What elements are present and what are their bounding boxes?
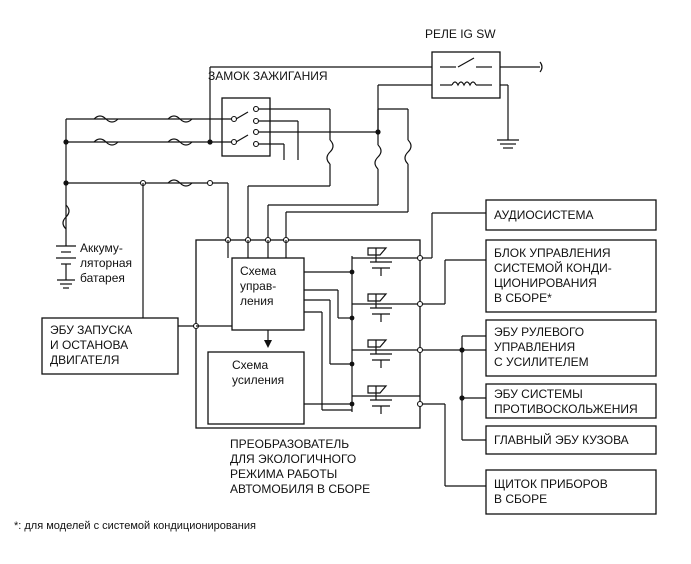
svg-text:АУДИОСИСТЕМА: АУДИОСИСТЕМА bbox=[494, 208, 594, 222]
audio-system-box: АУДИОСИСТЕМА bbox=[485, 199, 657, 231]
eco-converter: Схема управ- ления Схема усиления bbox=[192, 236, 424, 429]
ac-control-unit-box: БЛОК УПРАВЛЕНИЯ СИСТЕМОЙ КОНДИ- ЦИОНИРОВ… bbox=[485, 239, 657, 313]
relay-label: РЕЛЕ IG SW bbox=[425, 27, 496, 41]
footnote: *: для моделей с системой кондиционирова… bbox=[14, 520, 256, 532]
skid-control-ecu-box: ЭБУ СИСТЕМЫ ПРОТИВОСКОЛЬЖЕНИЯ bbox=[485, 383, 657, 419]
mosfet-1 bbox=[352, 247, 420, 276]
ignition-switch-label: ЗАМОК ЗАЖИГАНИЯ bbox=[208, 69, 328, 83]
mosfet-2 bbox=[352, 293, 420, 322]
amplifier-circuit-label: Схема усиления bbox=[232, 358, 284, 387]
battery-icon bbox=[56, 245, 76, 289]
relay-ig-sw: РЕЛЕ IG SW bbox=[425, 27, 501, 99]
converter-label: ПРЕОБРАЗОВАТЕЛЬ ДЛЯ ЭКОЛОГИЧНОГО РЕЖИМА … bbox=[230, 437, 370, 496]
ecu-start-stop: ЭБУ ЗАПУСКА И ОСТАНОВА ДВИГАТЕЛЯ bbox=[41, 317, 179, 375]
svg-text:ЭБУ ЗАПУСКА И ОСТАНОВА: ЭБУ ЗАПУСКА И ОСТАНОВА ДВИГАТЕЛЯ bbox=[50, 323, 136, 367]
svg-text:ЭБУ РУЛЕВОГО УПРАВЛЕНИЯ: ЭБУ РУЛЕВОГО УПРАВЛЕНИЯ С УСИЛИТЕЛЕМ bbox=[494, 325, 589, 369]
mosfet-3 bbox=[352, 339, 420, 368]
control-circuit-label: Схема управ- ления bbox=[240, 264, 280, 308]
svg-text:ЭБУ СИСТЕМЫ ПРОТИВОСКОЛЬ: ЭБУ СИСТЕМЫ ПРОТИВОСКОЛЬЖЕНИЯ bbox=[494, 387, 638, 416]
battery-label: Аккуму- ляторная батарея bbox=[80, 241, 135, 285]
mosfet-4 bbox=[352, 385, 420, 414]
ignition-switch-box bbox=[221, 97, 271, 157]
ground-icon bbox=[497, 139, 519, 149]
main-body-ecu-box: ГЛАВНЫЙ ЭБУ КУЗОВА bbox=[485, 425, 657, 455]
eps-ecu-box: ЭБУ РУЛЕВОГО УПРАВЛЕНИЯ С УСИЛИТЕЛЕМ bbox=[485, 319, 657, 377]
amplifier-circuit-box bbox=[207, 351, 305, 425]
relay-box bbox=[431, 51, 501, 99]
control-circuit-box bbox=[231, 257, 305, 331]
svg-text:ЩИТОК ПРИБОРОВ В СБОРЕ: ЩИТОК ПРИБОРОВ В СБОРЕ bbox=[494, 477, 611, 506]
svg-text:БЛОК УПРАВЛЕНИЯ СИСТЕМОЙ: БЛОК УПРАВЛЕНИЯ СИСТЕМОЙ КОНДИ- ЦИОНИРОВ… bbox=[494, 246, 615, 305]
svg-text:ГЛАВНЫЙ ЭБУ КУЗОВА: ГЛАВНЫЙ ЭБУ КУЗОВА bbox=[494, 432, 629, 447]
meter-assembly-box: ЩИТОК ПРИБОРОВ В СБОРЕ bbox=[485, 469, 657, 515]
ignition-switch bbox=[221, 97, 271, 157]
